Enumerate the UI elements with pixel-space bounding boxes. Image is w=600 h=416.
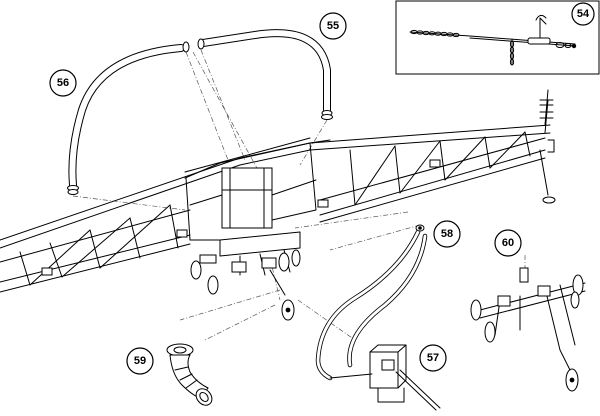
main-boom-assembly (0, 89, 556, 321)
elbow-fitting-part (166, 343, 213, 406)
callout-label-55: 55 (327, 20, 339, 32)
callout-58: 58 (433, 220, 461, 248)
callout-label-59: 59 (134, 355, 146, 367)
callout-57: 57 (419, 344, 447, 372)
callout-label-60: 60 (502, 237, 514, 249)
callout-label-58: 58 (441, 228, 453, 240)
callout-circle-58 (433, 220, 461, 248)
callout-59: 59 (126, 347, 154, 375)
inset-box-chain-detail: 54 (395, 0, 600, 75)
supply-hose-part (315, 224, 428, 381)
wheel-carriage-part (470, 267, 586, 392)
assembly-leader-lines (72, 49, 526, 341)
hoop-hose-right-part (197, 29, 333, 120)
callout-label-54: 54 (577, 8, 590, 20)
callout-label-56: 56 (57, 77, 69, 89)
callout-circle-56 (49, 69, 77, 97)
callout-circle-57 (419, 344, 447, 372)
callout-56: 56 (49, 69, 77, 97)
callout-circle-55 (319, 12, 347, 40)
chain-part (409, 14, 577, 66)
callout-label-57: 57 (427, 352, 439, 364)
callout-circle-60 (494, 229, 522, 257)
callout-circle-59 (126, 347, 154, 375)
callout-55: 55 (319, 12, 347, 40)
callout-60: 60 (494, 229, 522, 257)
hoop-hose-left-part (67, 41, 190, 195)
valve-pump-part (329, 344, 441, 411)
callout-circle-54 (571, 2, 595, 26)
